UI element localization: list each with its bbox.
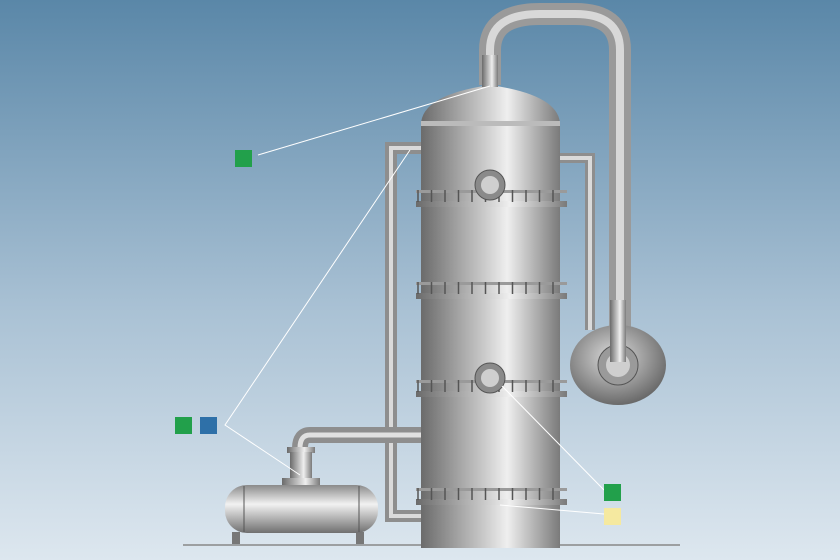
marker-tank-inlet-blue[interactable]	[200, 417, 217, 434]
horizontal-tank	[225, 485, 378, 544]
marker-dome-outlet[interactable]	[235, 150, 252, 167]
platform-ring	[416, 282, 567, 299]
scrubber-tower	[421, 55, 560, 548]
leader-line	[499, 504, 605, 515]
marker-bottom-ring[interactable]	[604, 508, 621, 525]
top-return-pipe	[479, 3, 631, 345]
cyclone-separator	[570, 300, 666, 405]
porthole-lower	[474, 362, 506, 394]
leader-lines	[224, 85, 605, 515]
leader-line	[501, 385, 605, 491]
leader-line	[224, 149, 411, 476]
tank-feed-pipe	[282, 427, 428, 486]
leader-line	[257, 85, 491, 156]
left-side-pipe	[385, 142, 422, 522]
right-side-pipe	[558, 153, 595, 330]
marker-lower-porthole[interactable]	[604, 484, 621, 501]
marker-tank-inlet-green[interactable]	[175, 417, 192, 434]
porthole-upper	[474, 169, 506, 201]
platform-ring	[416, 488, 567, 505]
